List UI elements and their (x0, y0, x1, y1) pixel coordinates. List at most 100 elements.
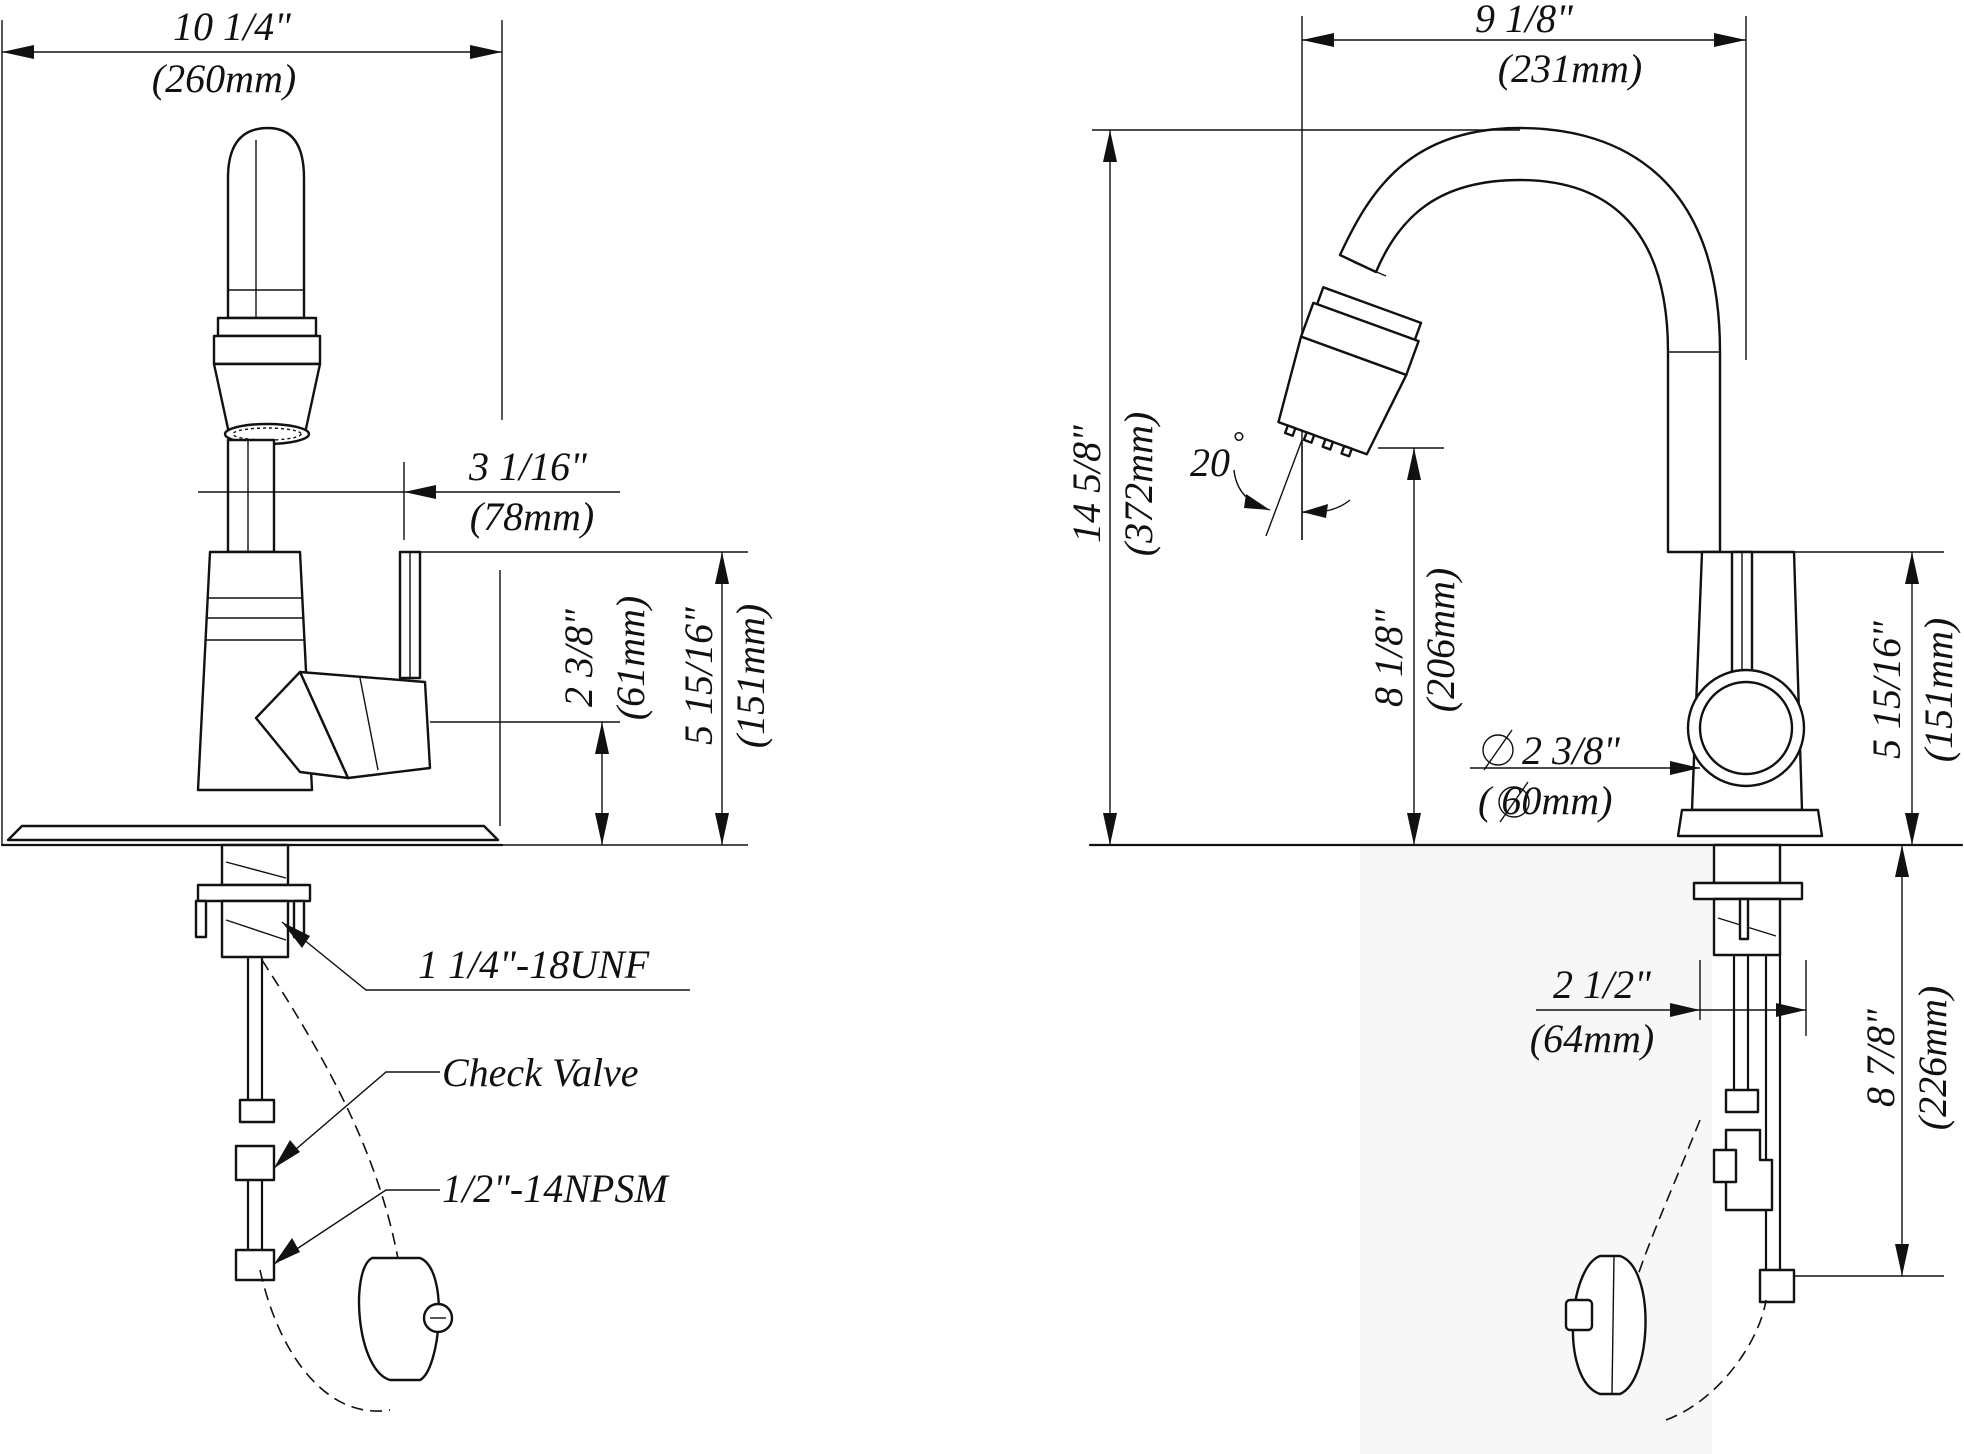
gooseneck-spout (1338, 126, 1722, 554)
spout-band (1352, 261, 1387, 277)
angle-ray (1265, 439, 1303, 537)
arrow-icon (404, 485, 436, 499)
spray-angle-label: 20 (1190, 440, 1230, 485)
nozzle (1340, 444, 1353, 458)
handle-cam-edge (359, 677, 379, 771)
reach-imperial-label: 9 1/8" (1475, 0, 1573, 41)
check-valve (234, 1144, 276, 1182)
arrow-icon (715, 813, 729, 845)
spray-collar (216, 316, 318, 338)
arrow-icon (595, 722, 609, 754)
nozzle (1283, 424, 1297, 437)
arrow-icon (1302, 33, 1334, 47)
width-metric-label: (260mm) (152, 56, 296, 101)
arrow-icon (274, 1238, 300, 1264)
spray-angle-unit: ° (1232, 426, 1244, 459)
spray-collar-lower (212, 334, 322, 366)
reach-metric-label: (231mm) (1498, 46, 1642, 91)
hose-weight (357, 1256, 441, 1382)
thread-callout: 1 1/4"-18UNF (418, 942, 650, 987)
mount-bolt (1738, 897, 1750, 941)
width-imperial-label: 10 1/4" (173, 4, 291, 49)
handle-cam-left (254, 670, 350, 780)
side-base-height-imperial-label: 5 15/16" (1864, 621, 1909, 759)
diameter-icon (1498, 786, 1530, 818)
supply-leader (273, 1189, 440, 1265)
base-plate (1676, 808, 1824, 838)
offset-metric-label: (78mm) (470, 494, 594, 539)
check-valve-callout: Check Valve (442, 1050, 639, 1095)
weight-seam (1611, 1255, 1615, 1395)
thread-mark (225, 861, 287, 879)
diameter-icon (1483, 729, 1513, 771)
overall-height-imperial-label: 14 5/8" (1064, 425, 1109, 543)
supply-fitting (234, 1248, 276, 1282)
thread-mark (225, 919, 287, 941)
arrow-icon (1103, 130, 1117, 162)
arrow-icon (470, 45, 502, 59)
base-plate (6, 824, 500, 842)
diameter-imperial-label: 2 3/8" (1522, 728, 1620, 773)
arrow-icon (595, 813, 609, 845)
lower-spout (226, 438, 276, 554)
arrow-icon (1407, 448, 1421, 480)
arrow-icon (1407, 813, 1421, 845)
weight-clip-icon (1564, 1298, 1594, 1332)
base-height-imperial-label: 5 15/16" (676, 607, 721, 745)
clearance-imperial-label: 8 1/8" (1366, 609, 1411, 707)
offset-imperial-label: 3 1/16" (468, 444, 587, 489)
arrow-icon (1895, 845, 1909, 877)
mount-bolt (194, 899, 208, 939)
diameter-icon (1499, 781, 1529, 823)
mount-nut (196, 883, 312, 903)
thread-leader (281, 921, 690, 991)
arrow-icon (282, 922, 310, 948)
arrow-icon (1244, 494, 1270, 510)
shank (220, 843, 290, 887)
handle-height-imperial-label: 2 3/8" (556, 609, 601, 707)
arrow-icon (1103, 813, 1117, 845)
arrow-icon (1302, 504, 1328, 518)
arrow-icon (715, 552, 729, 584)
arrow-icon (1905, 552, 1919, 584)
tilted-spray-head (1277, 286, 1423, 458)
check-valve-side (1712, 1148, 1738, 1184)
shank-length-metric-label: (226mm) (1910, 986, 1955, 1130)
check-valve-nut (238, 1098, 276, 1124)
background-panel (1360, 840, 1712, 1454)
hose-loop (261, 959, 401, 1271)
supply-callout: 1/2"-14NPSM (442, 1166, 670, 1211)
mount-nut (1692, 881, 1804, 901)
shank (1712, 843, 1782, 885)
handle-cam-inner (1698, 680, 1794, 776)
handle-height-metric-label: (61mm) (608, 596, 653, 720)
spout-tube (226, 126, 306, 320)
arrow-icon (1776, 1003, 1806, 1017)
supply-fitting (1758, 1268, 1796, 1304)
arrow-icon (2, 45, 34, 59)
side-base-height-metric-label: (151mm) (1916, 618, 1961, 762)
check-valve (1724, 1128, 1774, 1212)
arrow-icon (274, 1140, 300, 1168)
spray-nozzles (232, 427, 302, 441)
hose-loop (259, 1269, 391, 1412)
nozzle (1321, 437, 1335, 451)
hose-weight (1571, 1254, 1647, 1396)
arrow-icon (1670, 761, 1700, 775)
shank-length-imperial-label: 8 7/8" (1858, 1009, 1903, 1107)
arrow-icon (1905, 813, 1919, 845)
side-view: 9 1/8" (231mm) 20 ° 14 5/8" (1064, 0, 1964, 1421)
check-valve-leader (273, 1071, 440, 1169)
shank-width-metric-label: (64mm) (1530, 1016, 1654, 1061)
diameter-icon (1482, 734, 1514, 766)
arrow-icon (1670, 1003, 1700, 1017)
overall-height-metric-label: (372mm) (1116, 412, 1161, 556)
clearance-metric-label: (206mm) (1418, 568, 1463, 712)
arrow-icon (1895, 1244, 1909, 1276)
arrow-icon (1714, 33, 1746, 47)
check-valve-nut (1724, 1088, 1760, 1114)
hose-loop (1665, 1299, 1767, 1421)
shank-width-imperial-label: 2 1/2" (1553, 962, 1651, 1007)
front-view: 10 1/4" (260mm) (0, 4, 773, 1412)
